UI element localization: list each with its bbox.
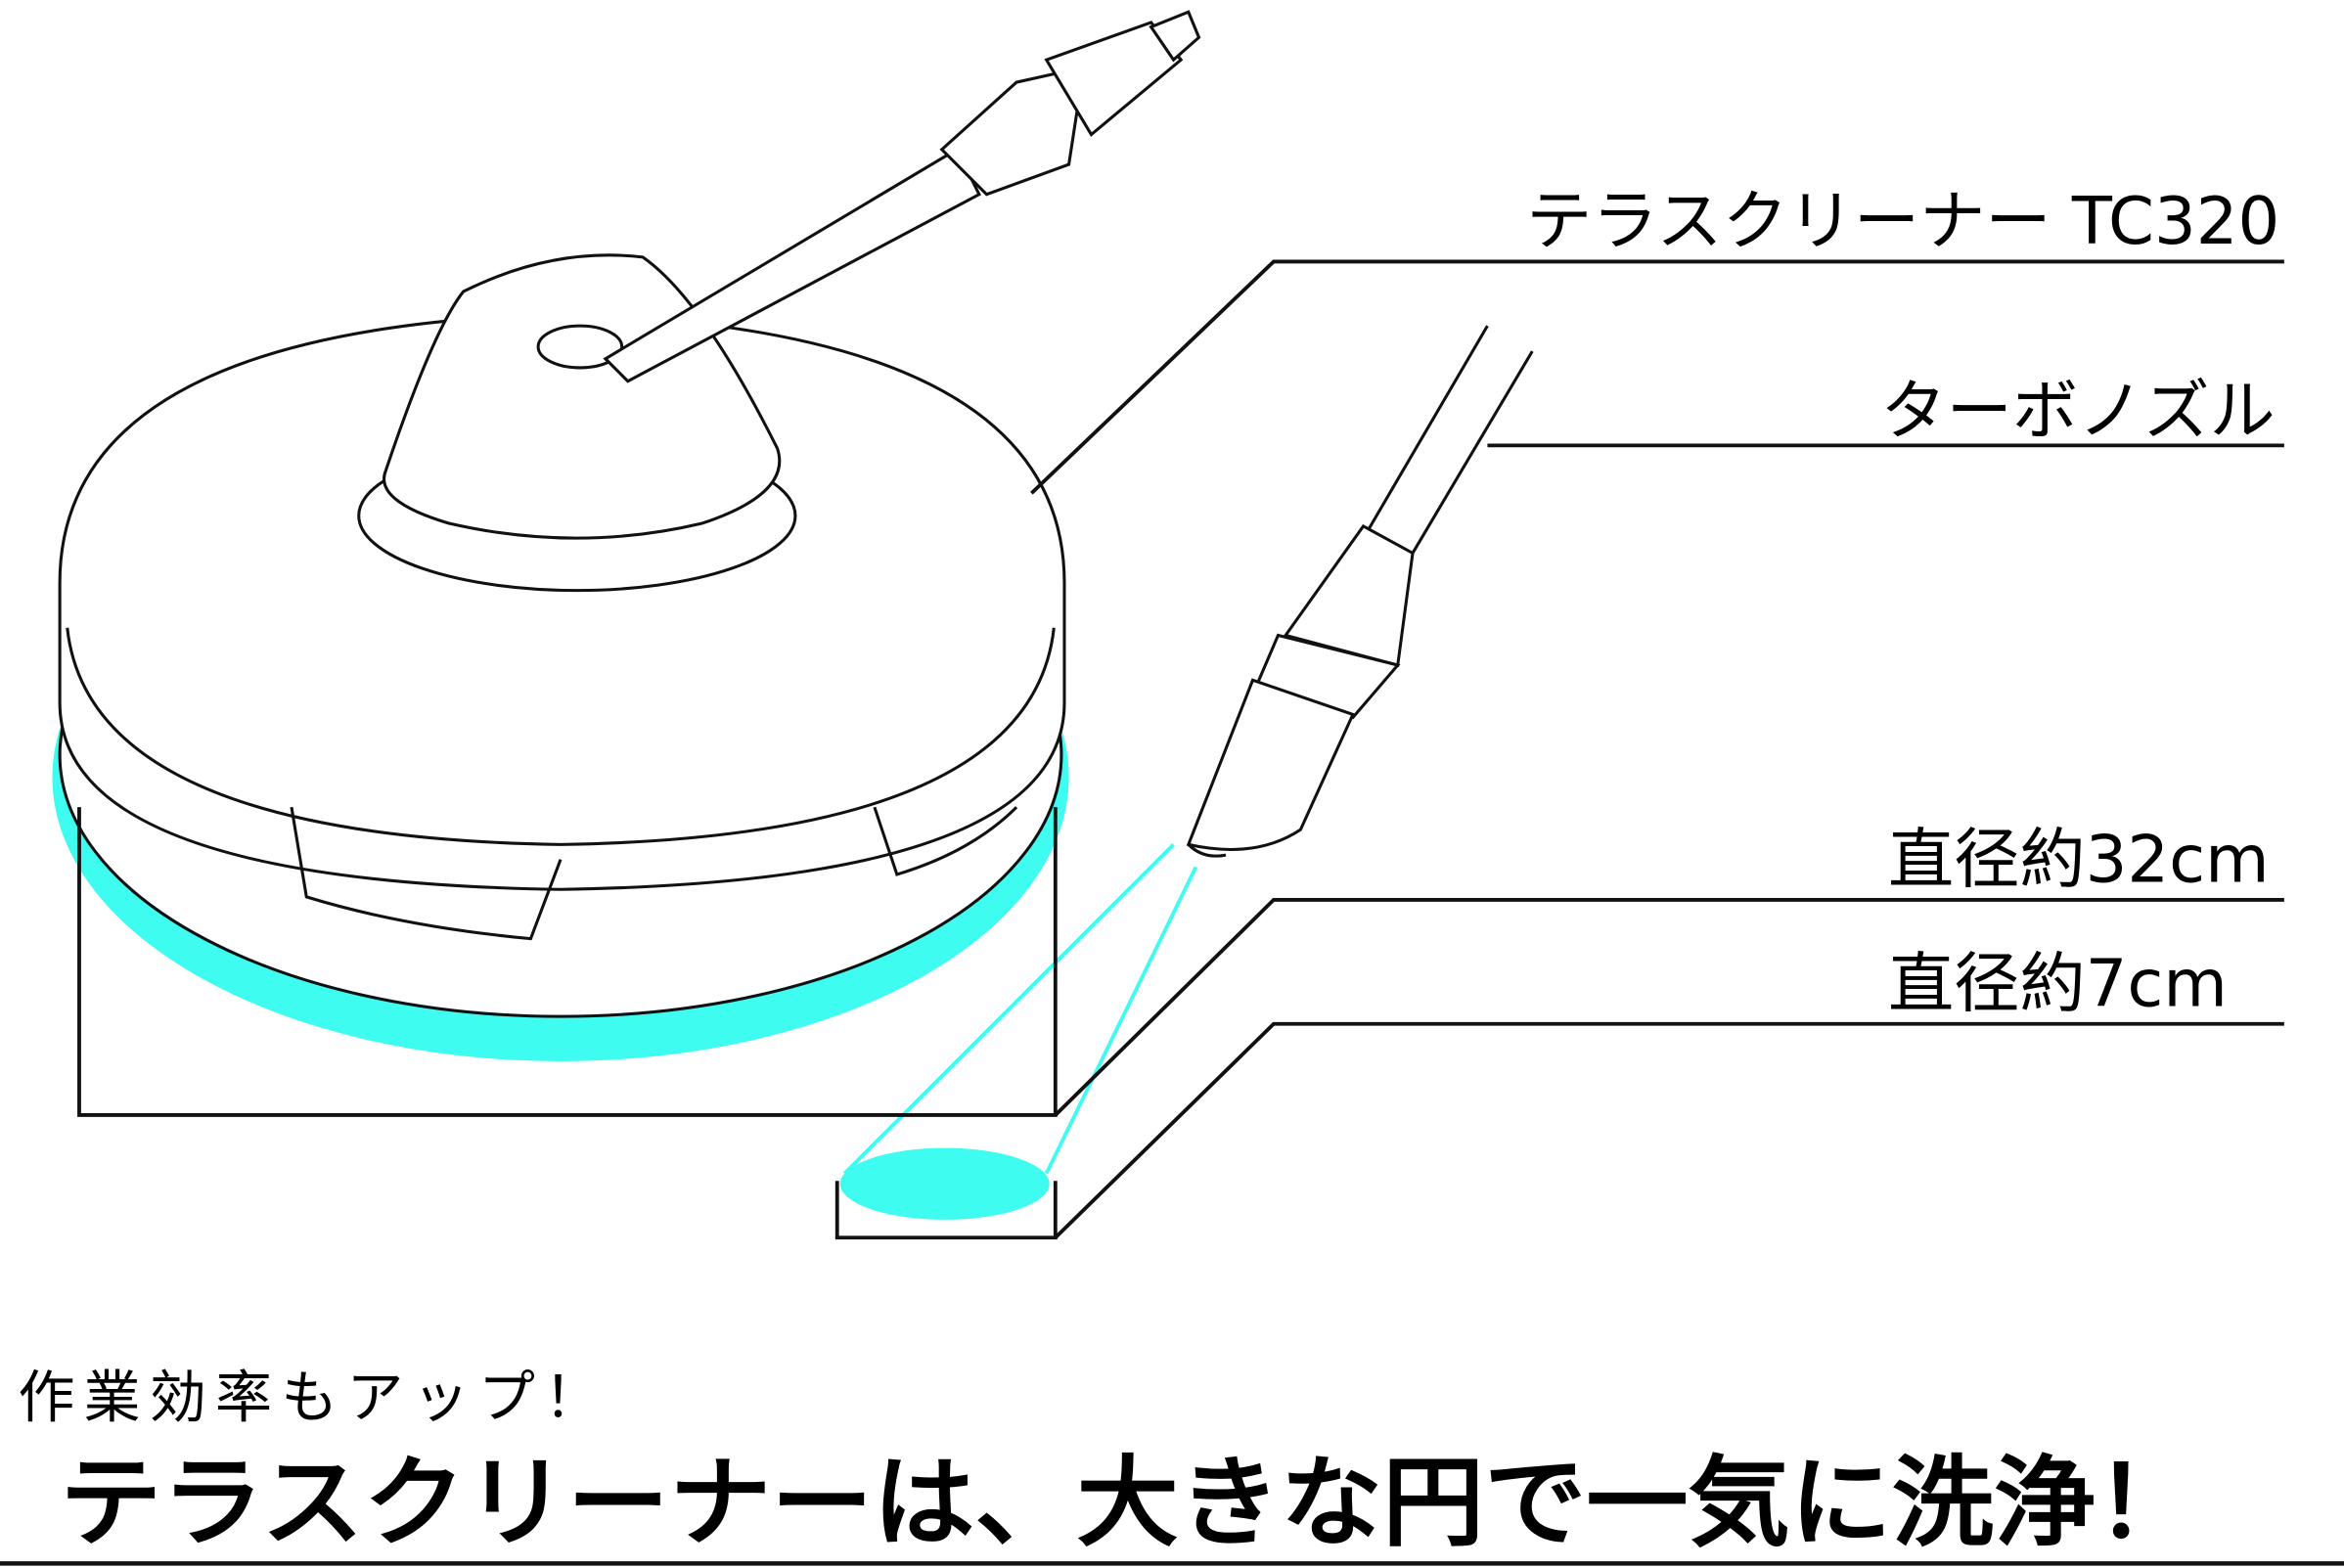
caption-headline: テラスクリーナーは、大きな円で一気に洗浄！ (60, 1445, 2197, 1560)
diameter-32cm-label: 直径約32cm (1888, 822, 2270, 898)
small-spray-spot (839, 1147, 1050, 1220)
product-name-label: テラスクリーナー TC320 (1526, 183, 2279, 259)
turbo-nozzle-illustration (1186, 325, 1534, 858)
caption-subtitle: 作業効率もアップ！ (18, 1365, 609, 1431)
terrace-cleaner-illustration (52, 10, 1201, 1061)
spray-indicator (839, 843, 1198, 1220)
diameter-7cm-label: 直径約7cm (1888, 945, 2228, 1021)
nozzle-label: ターボノズル (1880, 373, 2275, 449)
leader-lines (77, 259, 2284, 1240)
